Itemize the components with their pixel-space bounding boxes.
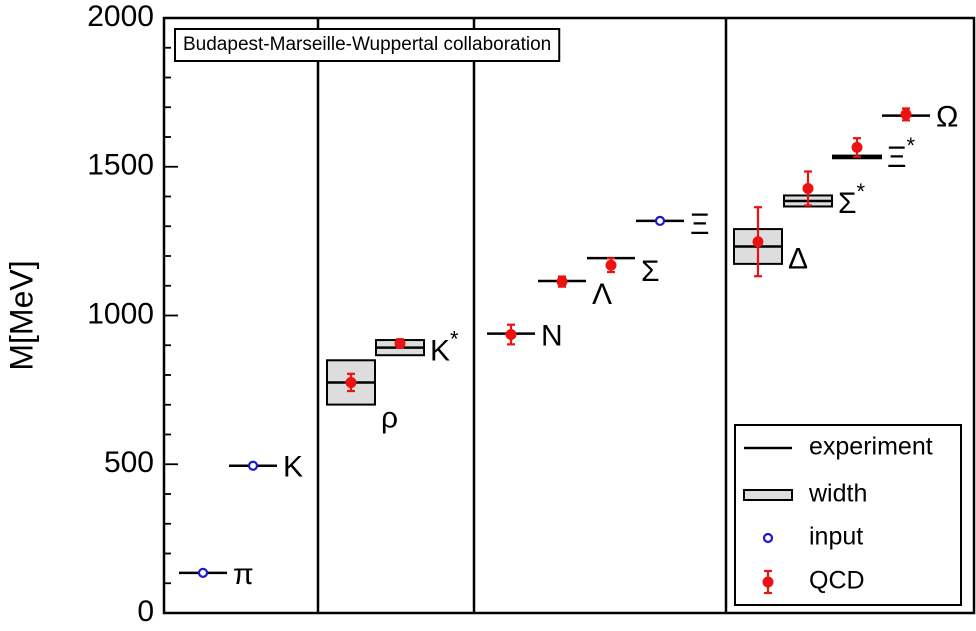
legend-symbol-qcd-point (762, 576, 774, 588)
legend-label-input: input (809, 523, 863, 551)
qcd-point-SigmaStar (802, 182, 814, 194)
qcd-point-Omega (900, 108, 912, 120)
collaboration-annotation-box (174, 28, 561, 62)
legend-label-experiment: experiment (809, 433, 933, 461)
qcd-point-Lambda (556, 276, 568, 288)
qcd-point-XiStar (851, 141, 863, 153)
collaboration-annotation: Budapest-Marseille-Wuppertal collaborati… (183, 34, 551, 55)
y-axis-label: M[MeV] (3, 260, 39, 370)
legend-box (734, 424, 962, 606)
y-tick-label: 2000 (87, 0, 154, 33)
qcd-point-Delta (752, 236, 764, 248)
input-marker-Xi (654, 215, 666, 226)
particle-label-pi: π (233, 558, 254, 591)
legend-symbol-input (762, 532, 774, 544)
particle-label-Omega: Ω (936, 101, 958, 134)
particle-label-SigmaStar: Σ* (838, 179, 866, 220)
qcd-point-N (505, 329, 517, 341)
particle-label-N: N (541, 320, 563, 353)
legend-label-qcd: QCD (809, 567, 865, 595)
qcd-point-rho (345, 376, 357, 388)
legend-symbol-width (743, 489, 793, 501)
input-marker-pi (197, 567, 209, 578)
y-tick-label: 0 (137, 595, 154, 628)
y-tick-label: 1500 (87, 149, 154, 182)
particle-label-Sigma: Σ (641, 255, 660, 288)
y-tick-label: 500 (104, 446, 154, 479)
particle-label-Delta: Δ (788, 242, 808, 275)
qcd-point-Sigma (605, 259, 617, 271)
particle-label-K: K (283, 451, 303, 484)
legend-label-width: width (808, 480, 867, 508)
y-tick-label: 1000 (87, 297, 154, 330)
particle-label-Kstar: K* (430, 326, 459, 367)
qcd-point-Kstar (394, 337, 406, 349)
particle-label-Lambda: Λ (592, 278, 612, 311)
particle-label-Xi: Ξ (690, 208, 710, 241)
particle-label-rho: ρ (381, 402, 398, 435)
particle-label-XiStar: Ξ* (887, 133, 916, 174)
input-marker-K (247, 460, 259, 471)
